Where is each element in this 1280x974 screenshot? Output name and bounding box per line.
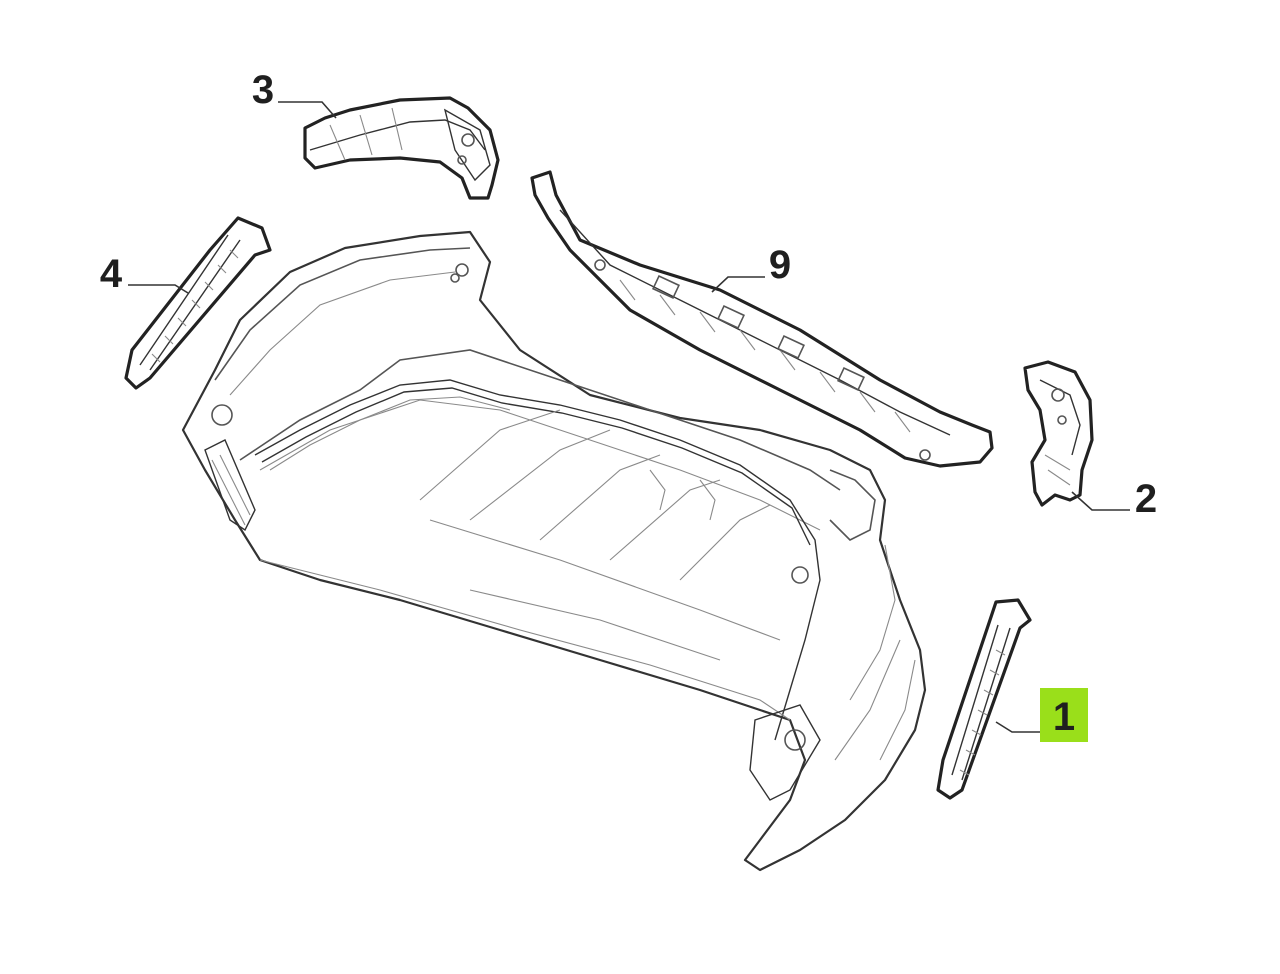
callout-label-3: 3 — [252, 68, 274, 112]
leader-line-4 — [128, 284, 189, 294]
callout-label-9: 9 — [769, 243, 791, 287]
leader-line-3 — [278, 101, 337, 119]
part-2-bracket — [1023, 360, 1094, 507]
part-9-carrier-beam — [530, 170, 994, 468]
callout-label-1: 1 — [1053, 695, 1075, 739]
part-1-side-guide — [936, 598, 1032, 800]
leader-line-1 — [995, 721, 1040, 733]
leader-line-2 — [1071, 491, 1130, 511]
callout-1-highlight — [1040, 688, 1088, 742]
callout-label-2: 2 — [1135, 477, 1157, 521]
part-4-side-guide — [124, 216, 272, 390]
part-3-bracket — [303, 96, 500, 200]
rear-bumper-cover — [181, 230, 927, 872]
leader-line-9 — [711, 276, 765, 293]
callout-label-4: 4 — [100, 252, 123, 296]
leader-lines — [128, 101, 1130, 733]
